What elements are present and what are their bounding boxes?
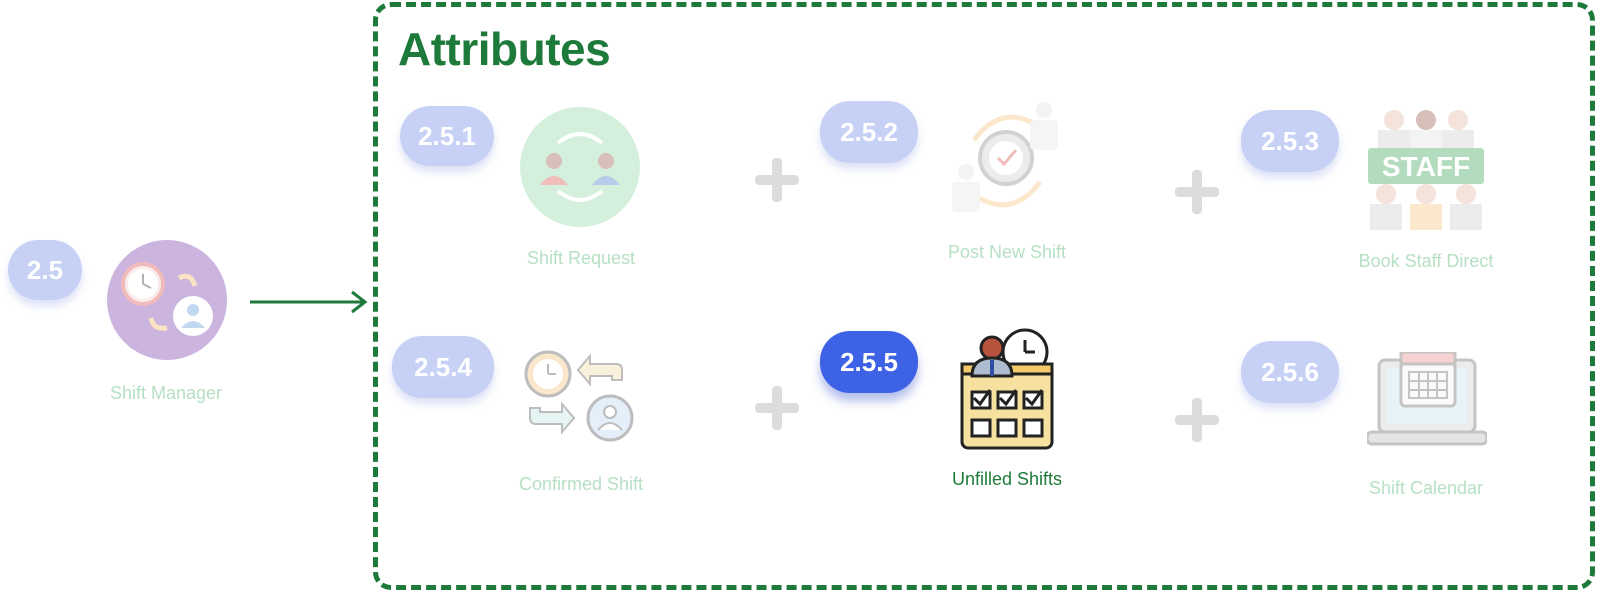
label-shift-request: Shift Request — [526, 248, 636, 268]
attributes-title: Attributes — [398, 23, 611, 75]
unfilled-shifts-icon — [960, 328, 1054, 450]
root-label: Shift Manager — [109, 383, 223, 403]
badge-2-5-6: 2.5.6 — [1241, 341, 1339, 403]
post-new-shift-icon — [952, 102, 1058, 212]
label-confirmed-shift: Confirmed Shift — [518, 474, 644, 494]
confirmed-shift-icon — [524, 350, 634, 442]
label-post-new-shift: Post New Shift — [947, 242, 1067, 262]
shift-calendar-icon — [1367, 352, 1487, 446]
root-badge: 2.5 — [8, 240, 82, 300]
badge-2-5-4: 2.5.4 — [392, 336, 494, 398]
arrow-right-icon — [250, 290, 368, 314]
attributes-frame — [373, 2, 1595, 590]
shift-request-icon — [520, 107, 640, 227]
label-book-staff-direct: Book Staff Direct — [1358, 251, 1494, 271]
badge-2-5-5: 2.5.5 — [820, 331, 918, 393]
label-unfilled-shifts: Unfilled Shifts — [951, 469, 1063, 489]
plus-icon — [755, 158, 799, 202]
plus-icon — [755, 386, 799, 430]
staff-sign-text: STAFF — [1382, 151, 1470, 182]
badge-2-5-3: 2.5.3 — [1241, 110, 1339, 172]
badge-2-5-2: 2.5.2 — [820, 101, 918, 163]
plus-icon — [1175, 170, 1219, 214]
label-shift-calendar: Shift Calendar — [1368, 478, 1484, 498]
badge-2-5-1: 2.5.1 — [400, 106, 494, 166]
book-staff-direct-icon: STAFF — [1368, 110, 1484, 230]
shift-manager-icon — [107, 240, 227, 360]
plus-icon — [1175, 398, 1219, 442]
